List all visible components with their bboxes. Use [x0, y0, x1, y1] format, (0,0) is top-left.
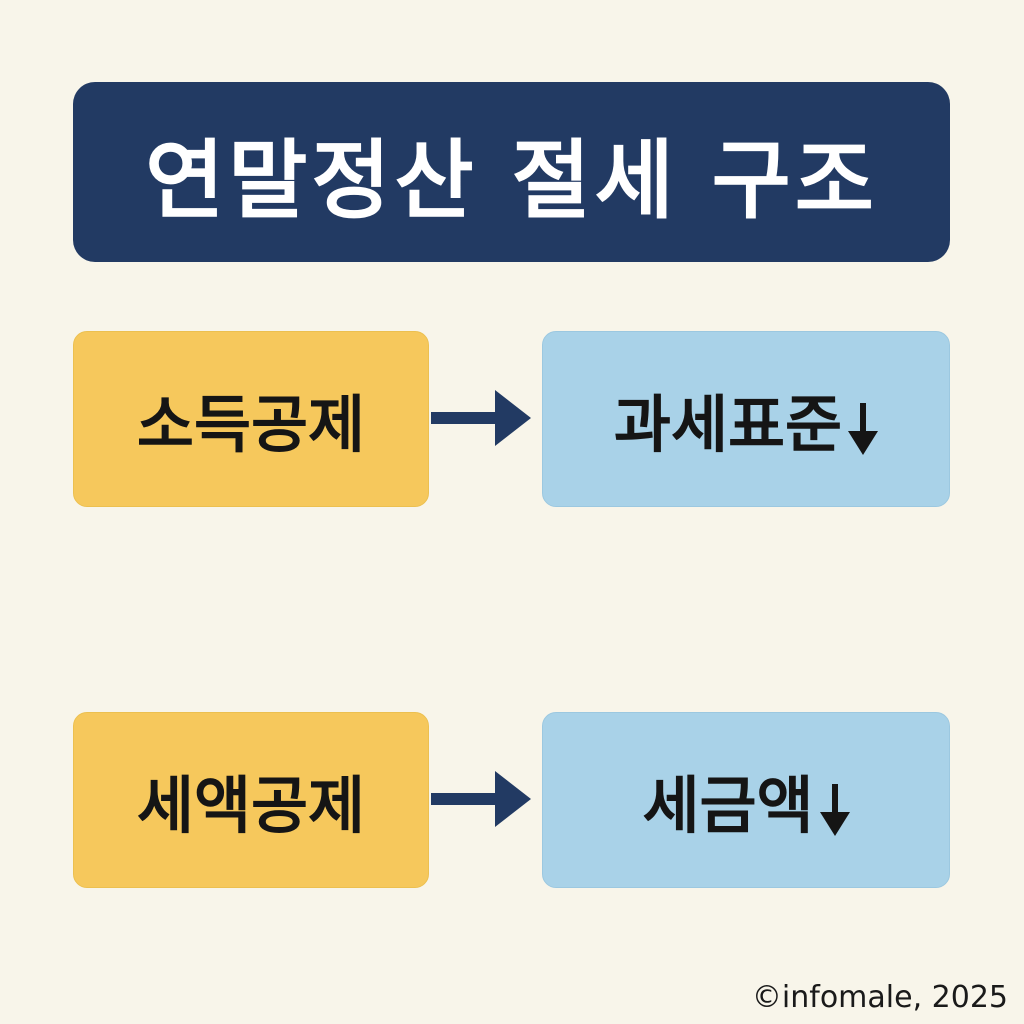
tax-amount-label: 세금액	[642, 755, 850, 845]
tax-credit-label: 세액공제	[136, 769, 366, 842]
tax-credit-box: 세액공제	[73, 712, 429, 888]
income-deduction-box: 소득공제	[73, 331, 429, 507]
income-deduction-label: 소득공제	[136, 388, 366, 461]
page-title: 연말정산 절세 구조	[145, 130, 878, 231]
title-banner: 연말정산 절세 구조	[73, 82, 950, 262]
right-arrow-icon	[431, 390, 531, 446]
tax-base-box: 과세표준	[542, 331, 950, 507]
down-arrow-icon	[848, 402, 879, 455]
tax-amount-box: 세금액	[542, 712, 950, 888]
tax-base-label: 과세표준	[614, 374, 879, 464]
copyright-notice: ©infomale, 2025	[751, 980, 1008, 1015]
right-arrow-icon	[431, 771, 531, 827]
down-arrow-icon	[819, 783, 850, 836]
